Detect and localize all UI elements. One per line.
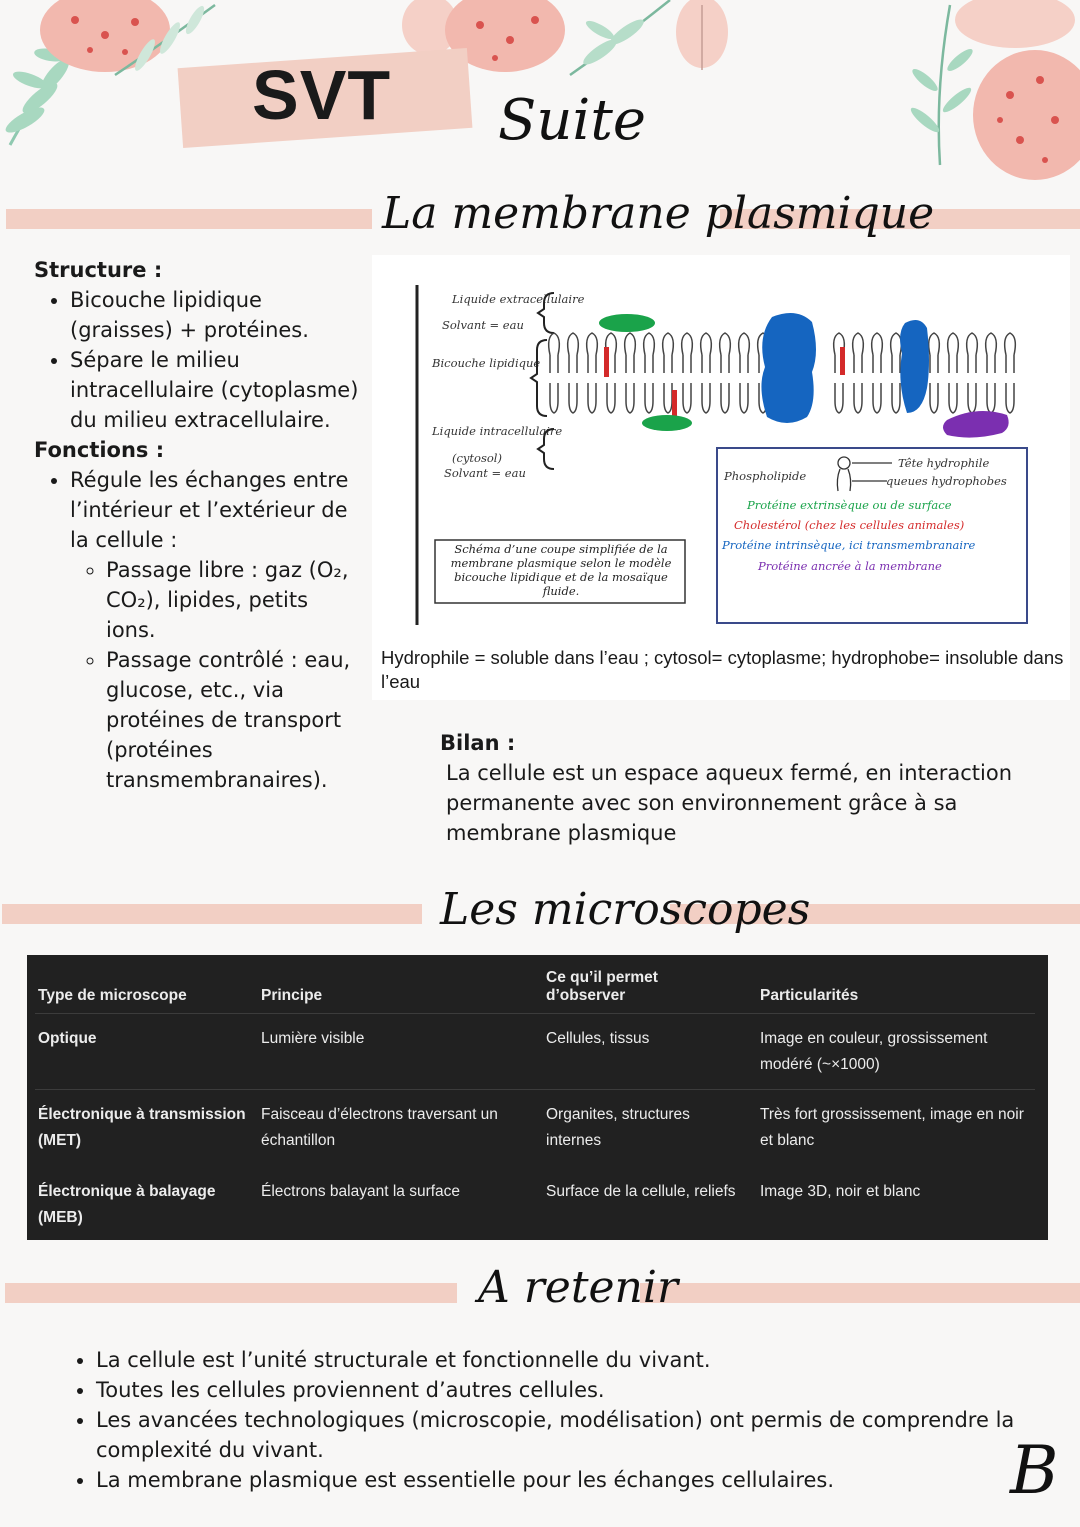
fonctions-list: Régule les échanges entre l’intérieur et… [34, 465, 364, 795]
table-cell: Cellules, tissus [546, 1030, 650, 1047]
signature-letter: B [1010, 1432, 1059, 1509]
fonctions-item-text: Régule les échanges entre l’intérieur et… [70, 468, 349, 552]
queues-label: queues hydrophobes [886, 474, 1007, 488]
phospholipid-icon [836, 456, 892, 492]
legend-green: Protéine extrinsèque ou de surface [746, 498, 952, 512]
section-title-membrane: La membrane plasmique [382, 188, 935, 239]
fonctions-heading: Fonctions : [34, 438, 165, 462]
microscopes-table: Type de microscope Principe Ce qu’il per… [27, 955, 1048, 1240]
table-cell: Image en couleur, grossissement modéré (… [760, 1030, 988, 1073]
membrane-diagram: Liquide extracellulaire Solvant = eau Bi… [372, 255, 1070, 700]
table-header-observer: Ce qu’il permet d’observer [546, 969, 658, 1004]
subject-title: SVT [252, 56, 392, 134]
section-divider-right [670, 904, 1080, 924]
membrane-notes: Structure : Bicouche lipidique (graisses… [34, 255, 364, 795]
table-header-principe: Principe [261, 987, 323, 1004]
table-cell: Image 3D, noir et blanc [760, 1183, 921, 1200]
monstera-leaf-icon [955, 0, 1080, 180]
section-divider-right [640, 1283, 1080, 1303]
liquide-intra-label: Liquide intracellulaire [431, 424, 562, 438]
structure-list: Bicouche lipidique (graisses) + protéine… [34, 285, 364, 435]
retenir-block: La cellule est l’unité structurale et fo… [60, 1345, 1020, 1495]
list-item: Passage libre : gaz (O₂, CO₂), lipides, … [106, 555, 364, 645]
section-title-microscopes: Les microscopes [440, 884, 811, 935]
table-cell: Électrons balayant la surface [261, 1183, 461, 1200]
legend-blue: Protéine intrinsèque, ici transmembranai… [721, 538, 976, 552]
bilan-heading: Bilan : [440, 731, 516, 755]
cytosol-label: (cytosol) [452, 451, 502, 465]
figure-caption: Hydrophile = soluble dans l’eau ; cytoso… [381, 647, 1064, 692]
list-item: La membrane plasmique est essentielle po… [96, 1465, 1020, 1495]
bicouche-label: Bicouche lipidique [431, 356, 540, 370]
table-cell: Surface de la cellule, reliefs [546, 1183, 736, 1200]
solvant-intra-label: Solvant = eau [444, 466, 526, 480]
table-cell: Très fort grossissement, image en noir e… [760, 1106, 1024, 1149]
table-cell: Électronique à transmission (MET) [38, 1106, 246, 1149]
table-header-particularites: Particularités [760, 987, 859, 1004]
section-title-retenir: A retenir [478, 1262, 678, 1313]
bilan-text: La cellule est un espace aqueux fermé, e… [446, 761, 1013, 845]
section-divider-right [720, 209, 1080, 229]
section-divider-left [2, 904, 422, 924]
passage-list: Passage libre : gaz (O₂, CO₂), lipides, … [70, 555, 364, 795]
table-cell: Faisceau d’électrons traversant un échan… [261, 1106, 498, 1149]
monstera-leaf-icon [40, 0, 170, 72]
list-item: Bicouche lipidique (graisses) + protéine… [70, 285, 364, 345]
legend-purple: Protéine ancrée à la membrane [757, 559, 942, 573]
table-divider [35, 1089, 1035, 1090]
structure-heading: Structure : [34, 258, 163, 282]
phospholipide-label: Phospholipide [723, 469, 806, 483]
page-subtitle: Suite [498, 88, 646, 153]
list-item: Sépare le milieu intracellulaire (cytopl… [70, 345, 364, 435]
schema-caption: Schéma d’une coupe simplifiée de la memb… [450, 542, 672, 598]
list-item: Régule les échanges entre l’intérieur et… [70, 465, 364, 795]
monstera-leaf-icon [676, 0, 728, 70]
table-cell: Lumière visible [261, 1030, 365, 1047]
tete-label: Tête hydrophile [898, 456, 989, 470]
list-item: Toutes les cellules proviennent d’autres… [96, 1375, 1020, 1405]
liquide-extra-label: Liquide extracellulaire [451, 292, 585, 306]
membrane-schema: Liquide extracellulaire Solvant = eau Bi… [415, 285, 1028, 625]
list-item: Les avancées technologiques (microscopie… [96, 1405, 1020, 1465]
legend-red: Cholestérol (chez les cellules animales) [734, 518, 964, 532]
list-item: La cellule est l’unité structurale et fo… [96, 1345, 1020, 1375]
bilan-block: Bilan : La cellule est un espace aqueux … [440, 728, 1060, 848]
fern-leaf-icon [114, 3, 216, 77]
fern-leaf-icon [569, 0, 671, 77]
fern-leaf-icon [910, 4, 973, 166]
table-cell: Organites, structures internes [546, 1106, 690, 1149]
table-divider [35, 1013, 1035, 1014]
section-divider-left [5, 1283, 457, 1303]
table-header-type: Type de microscope [38, 987, 187, 1004]
monstera-leaf-icon [402, 0, 565, 72]
retenir-list: La cellule est l’unité structurale et fo… [60, 1345, 1020, 1495]
solvant-extra-label: Solvant = eau [442, 318, 524, 332]
table-cell: Électronique à balayage (MEB) [38, 1183, 216, 1226]
section-divider-left [6, 209, 372, 229]
table-cell: Optique [38, 1030, 97, 1047]
list-item: Passage contrôlé : eau, glucose, etc., v… [106, 645, 364, 795]
